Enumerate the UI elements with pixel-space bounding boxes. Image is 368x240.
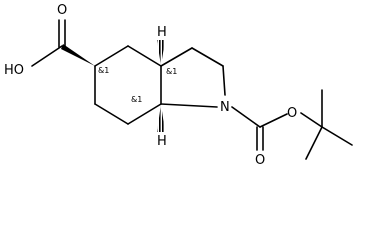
bond-carbonyl-c-ester-o — [259, 113, 288, 128]
hash-bond-c3a-h — [157, 40, 165, 66]
bond-tbu-methyl-bottom — [305, 126, 323, 160]
bond-tbu-methyl-right — [321, 126, 353, 146]
bond-ester-o-tbu — [300, 112, 323, 128]
stereo-label-c3a: &1 — [166, 67, 177, 76]
bond-c6-c7 — [94, 103, 129, 125]
bond-n1-c7a — [160, 103, 218, 108]
bond-c3-c2 — [191, 47, 224, 67]
stereo-label-c5: &1 — [98, 66, 109, 75]
atom-label-hydrogen-top: H — [157, 25, 167, 40]
bond-c7-c7a — [127, 103, 162, 125]
bond-acid-c-oh — [31, 45, 63, 67]
hash-bond-c7a-h — [157, 104, 165, 132]
atom-label-nitrogen: N — [220, 100, 230, 115]
bond-c3a-c3 — [160, 47, 193, 67]
atom-label-hydrogen-bottom: H — [157, 134, 167, 149]
wedge-bond-c5-cooh — [61, 44, 95, 66]
bond-n1-carbonyl-c — [231, 106, 261, 128]
stereo-label-c7a: &1 — [131, 95, 142, 104]
atom-label-ester-carbonyl-oxygen: O — [255, 153, 265, 168]
bond-c4-c5 — [94, 45, 129, 67]
atom-label-hydroxyl: HO — [4, 63, 24, 78]
atom-label-ester-oxygen: O — [287, 106, 297, 121]
chemical-structure: HO O N O O H H &1 &1 &1 — [4, 3, 353, 168]
bond-c3a-c4 — [127, 45, 162, 67]
atom-label-acid-carbonyl-oxygen: O — [57, 3, 67, 18]
bond-c2-n1 — [222, 65, 226, 96]
